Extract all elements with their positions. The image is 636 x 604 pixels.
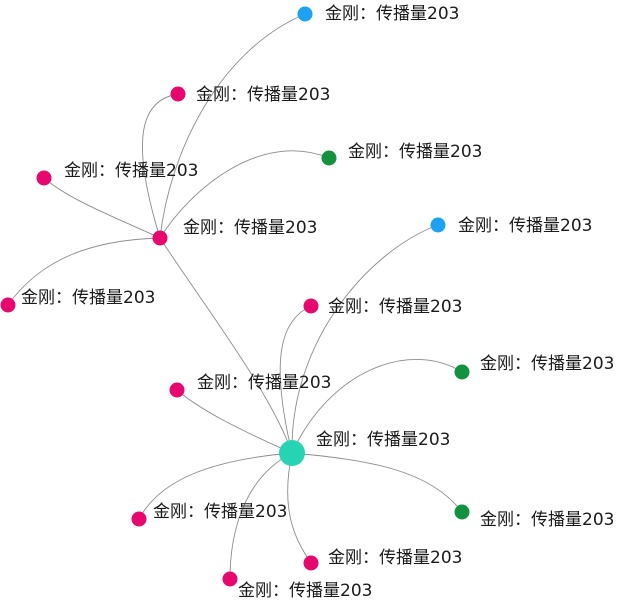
edge-hub-2-left-pink	[43, 177, 161, 239]
edge-hub-2-upper-green	[159, 150, 330, 239]
node-hub-2[interactable]	[152, 230, 168, 246]
node-right-blue[interactable]	[430, 217, 446, 233]
node-label-lower-left-pink: 金刚：传播量203	[197, 373, 331, 393]
edge-center-bottom-pink	[287, 452, 312, 564]
edges-layer	[7, 13, 463, 580]
edge-hub-2-center	[159, 237, 293, 454]
edge-center-right-blue	[291, 224, 439, 454]
edge-center-bottom-right-green	[291, 452, 463, 513]
edge-center-bottom-left-pink	[138, 452, 293, 520]
node-label-far-left-pink: 金刚：传播量203	[21, 288, 155, 308]
node-bottom-right-green[interactable]	[454, 504, 470, 520]
node-upper-green[interactable]	[321, 150, 337, 166]
node-bottom-pink[interactable]	[303, 555, 319, 571]
edge-hub-2-top-blue	[159, 13, 306, 239]
node-bottom-left-pink[interactable]	[131, 511, 147, 527]
node-far-left-pink[interactable]	[0, 297, 16, 313]
node-center[interactable]	[279, 440, 305, 466]
node-label-hub-2: 金刚：传播量203	[183, 218, 317, 238]
edge-hub-2-upper-pink	[142, 93, 179, 239]
edge-center-mid-pink	[279, 305, 312, 454]
node-label-bottom-left-pink: 金刚：传播量203	[153, 502, 287, 522]
node-label-bottom-pink: 金刚：传播量203	[328, 548, 462, 568]
edge-center-right-green	[291, 359, 463, 454]
node-upper-pink[interactable]	[170, 86, 186, 102]
node-label-mid-pink: 金刚：传播量203	[328, 297, 462, 317]
node-left-pink[interactable]	[36, 170, 52, 186]
edge-hub-2-far-left-pink	[7, 237, 161, 306]
nodes-layer: 金刚：传播量203 金刚：传播量203 金刚：传播量203 金刚：传播量203 金刚：传…	[0, 4, 614, 601]
node-label-right-blue: 金刚：传播量203	[458, 216, 592, 236]
node-top-blue[interactable]	[297, 6, 313, 22]
node-mid-pink[interactable]	[303, 298, 319, 314]
node-label-bottom-most-pink: 金刚：传播量203	[238, 581, 372, 601]
node-label-upper-green: 金刚：传播量203	[348, 142, 482, 162]
node-label-top-blue: 金刚：传播量203	[325, 4, 459, 24]
node-label-right-green: 金刚：传播量203	[480, 354, 614, 374]
edge-center-bottom-most-pink	[229, 452, 293, 580]
node-lower-left-pink[interactable]	[169, 382, 185, 398]
node-bottom-most-pink[interactable]	[222, 571, 238, 587]
node-label-left-pink: 金刚：传播量203	[64, 161, 198, 181]
node-right-green[interactable]	[454, 364, 470, 380]
node-label-bottom-right-green: 金刚：传播量203	[480, 510, 614, 530]
edge-center-lower-left-pink	[176, 389, 293, 454]
node-label-upper-pink: 金刚：传播量203	[196, 85, 330, 105]
node-label-center: 金刚：传播量203	[316, 430, 450, 450]
